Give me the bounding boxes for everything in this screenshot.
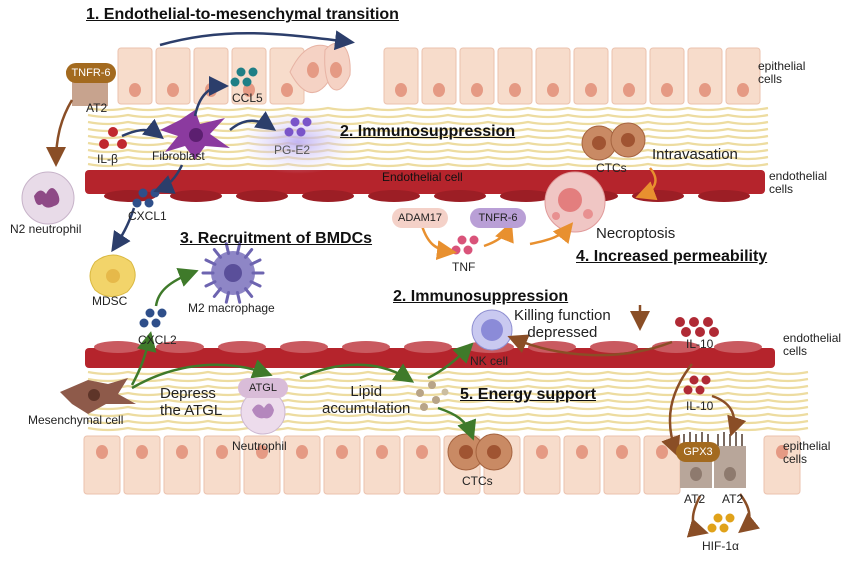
il10-molecules-mid [683,375,711,395]
label-at2-left: AT2 [684,492,706,506]
arrows-navy [111,30,355,253]
label-il10-top: IL-10 [686,337,714,351]
necroptosis-cell-icon [544,171,606,233]
mdsc-icon [89,254,136,297]
lipid-droplets [416,381,449,411]
epithelial-cell [163,435,201,495]
label-hif1a: HIF-1α [702,539,739,553]
vessel-middle [85,341,775,368]
label-lipid-accumulation: Lipid accumulation [322,383,411,417]
ctcs-bottom-icon [447,433,513,471]
label-ctcs-bottom: CTCs [462,474,493,488]
mesenchymal-cell-icon [60,378,136,414]
adam17-pill: ADAM17 [392,208,448,228]
epithelial-cell [523,435,561,495]
hif1a-molecules [707,513,735,533]
epithelial-cell [155,47,191,105]
epithelial-cell [283,435,321,495]
epithelial-cell [243,435,281,495]
ctcs-top-icon [581,122,646,161]
heading-step5: 5. Energy support [460,386,597,403]
label-epithelial-bottom: epithelial cells [783,439,831,467]
fibroblast-icon [160,110,230,160]
label-pg-e2: PG-E2 [274,143,311,157]
epithelial-cell [497,47,533,105]
epithelial-cell [383,47,419,105]
label-mdsc: MDSC [92,294,128,308]
nk-cell-icon [471,309,513,351]
heading-step2-mid: 2. Immunosuppression [393,288,569,305]
heading-step2-top: 2. Immunosuppression [340,123,516,140]
heading-step1: 1. Endothelial-to-mesenchymal transition [86,6,399,23]
label-cxcl2: CXCL2 [138,333,177,347]
epithelial-cell [363,435,401,495]
label-at2-right: AT2 [722,492,744,506]
arrows-brown [46,99,760,538]
epithelial-cell [203,435,241,495]
label-depress-atgl: Depress the ATGL [160,385,223,419]
arrows-green [130,268,477,441]
label-endothelial-cell: Endothelial cell [382,170,463,184]
label-fibroblast: Fibroblast [152,149,205,163]
tnfr6-mid-pill: TNFR-6 [470,208,526,228]
label-epithelial-top: epithelial cells [758,59,806,87]
epithelial-cell [763,435,801,495]
epithelial-cell [403,435,441,495]
label-m2-macrophage: M2 macrophage [188,301,275,315]
heading-step4: 4. Increased permeability [576,248,768,265]
label-cxcl1: CXCL1 [128,209,167,223]
label-at2-top: AT2 [86,101,108,115]
arrows-orange [420,167,658,261]
label-ccl5: CCL5 [232,91,263,105]
epithelial-cell [603,435,641,495]
label-neutrophil: Neutrophil [232,439,287,453]
label-endothelial-top: endothelial cells [769,169,828,197]
heading-step3: 3. Recruitment of BMDCs [180,230,373,247]
n2-neutrophil-icon [21,171,75,225]
label-endothelial-mid: endothelial cells [783,331,842,359]
label-tnf: TNF [452,260,476,274]
epithelial-cell [323,435,361,495]
spindle-cells-top [289,42,351,94]
epithelial-cell [687,47,723,105]
epithelial-cell [611,47,647,105]
epithelial-cell [649,47,685,105]
epithelial-cell [123,435,161,495]
label-nk-cell: NK cell [470,354,509,368]
label-il10-mid: IL-10 [686,399,714,413]
label-killing-function: Killing function depressed [514,307,611,341]
epithelial-layer-top [117,47,761,105]
tnfr6-top-pill: TNFR-6 [66,63,116,83]
il10-molecules-top [675,317,719,337]
epithelial-cell [421,47,457,105]
label-mesenchymal-cell: Mesenchymal cell [28,413,124,427]
epithelial-cell [725,47,761,105]
tnf-molecules [451,235,479,255]
epithelial-cell [535,47,571,105]
cxcl2-molecules [139,308,167,328]
pge2-molecules [284,117,312,137]
label-ctcs-top: CTCs [596,161,627,175]
m2-macrophage-icon [201,242,265,304]
il-beta-molecules [99,127,127,149]
epithelial-cell [573,47,609,105]
atgl-pill: ATGL [238,378,288,398]
epithelial-cell [231,47,267,105]
epithelial-cell [83,435,121,495]
epithelial-cell [459,47,495,105]
label-il-beta: IL-β [97,152,118,166]
ccl5-molecules [230,67,258,87]
label-necroptosis: Necroptosis [596,225,676,242]
epithelial-cell [117,47,153,105]
label-n2-neutrophil: N2 neutrophil [10,222,82,236]
epithelial-cell [563,435,601,495]
label-intravasation: Intravasation [652,146,738,163]
gpx3-pill: GPX3 [676,442,720,462]
